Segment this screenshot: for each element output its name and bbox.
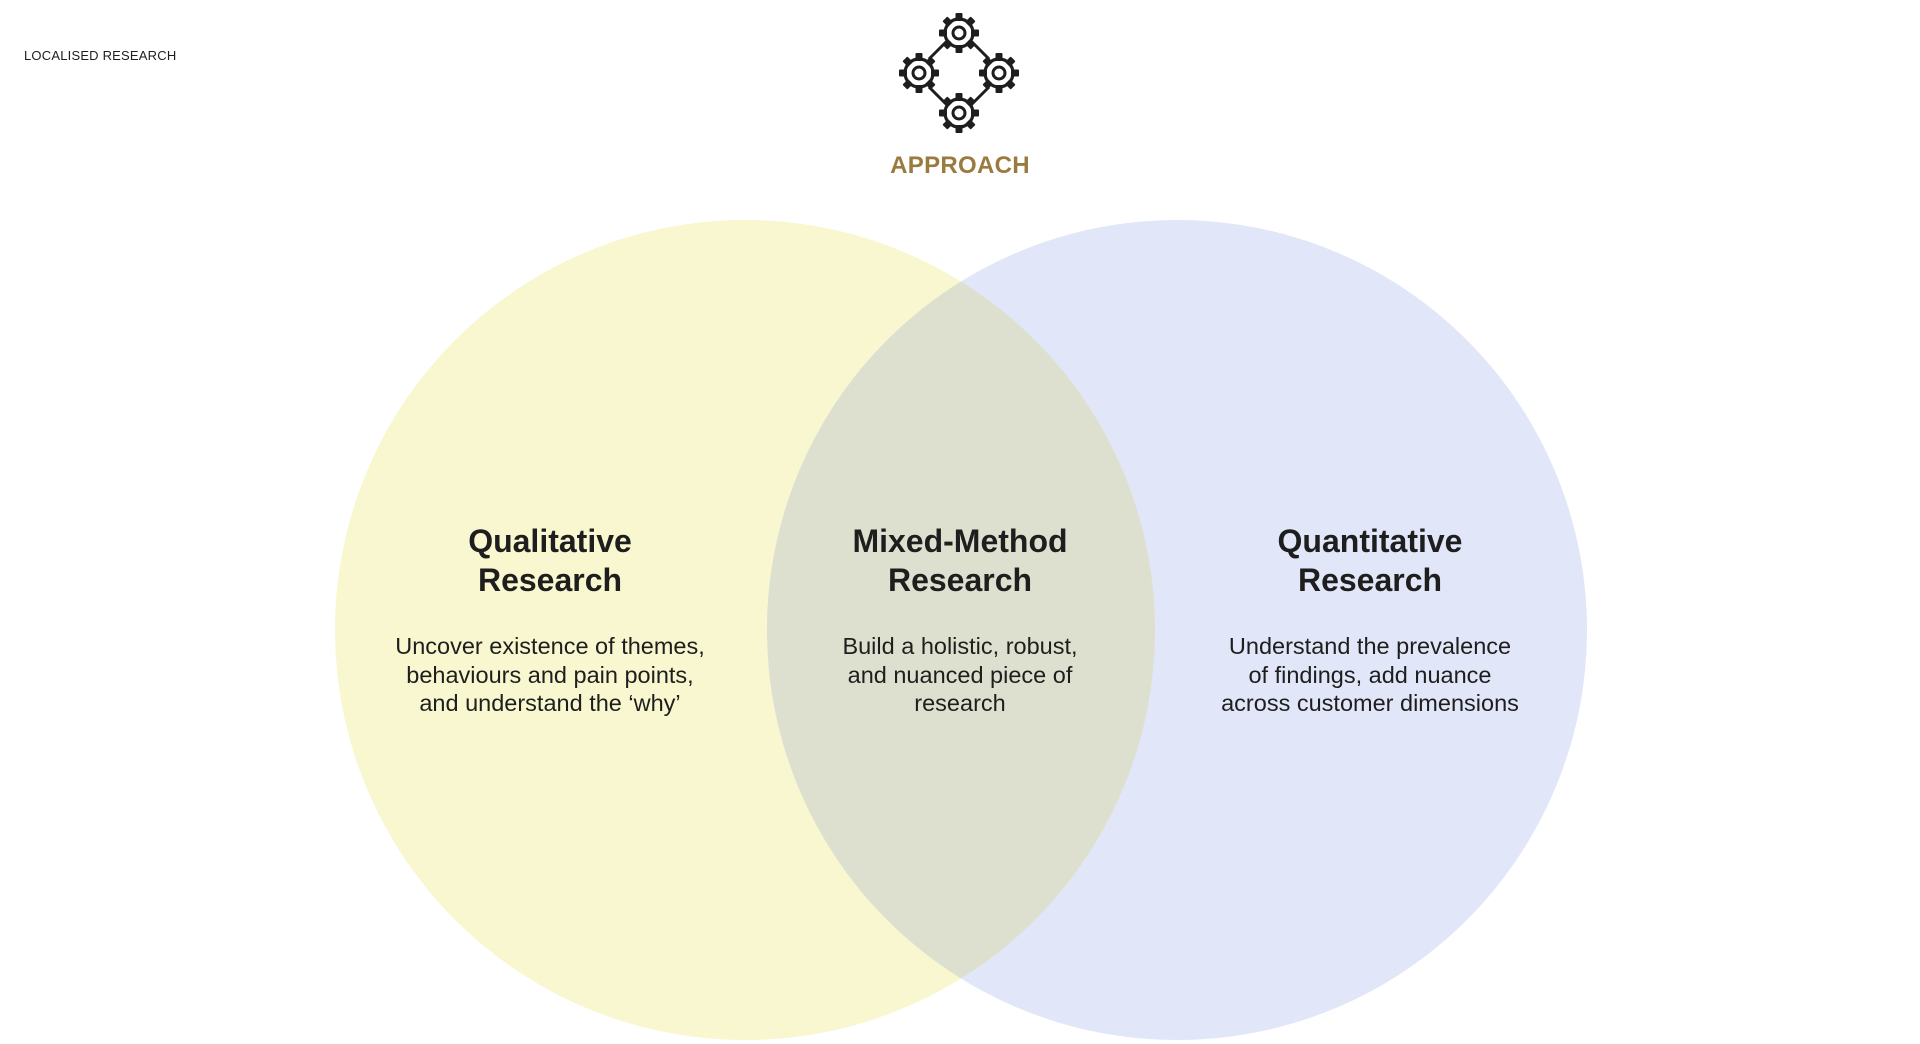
approach-title: APPROACH — [890, 152, 1030, 179]
quantitative-research: Quantitative Research Understand the pre… — [1180, 522, 1560, 718]
gears-network-icon — [897, 11, 1021, 135]
section-label: LOCALISED RESEARCH — [24, 48, 177, 63]
quantitative-heading: Quantitative Research — [1277, 523, 1463, 598]
quantitative-description: Understand the prevalence of findings, a… — [1221, 633, 1519, 716]
qualitative-heading: Qualitative Research — [468, 523, 632, 598]
mixed-method-research: Mixed-Method Research Build a holistic, … — [790, 522, 1130, 718]
mixed-method-description: Build a holistic, robust, and nuanced pi… — [842, 633, 1078, 716]
qualitative-research: Qualitative Research Uncover existence o… — [360, 522, 740, 718]
qualitative-description: Uncover existence of themes, behaviours … — [395, 633, 705, 716]
overlap-region — [767, 220, 1155, 1040]
mixed-method-heading: Mixed-Method Research — [852, 523, 1068, 598]
